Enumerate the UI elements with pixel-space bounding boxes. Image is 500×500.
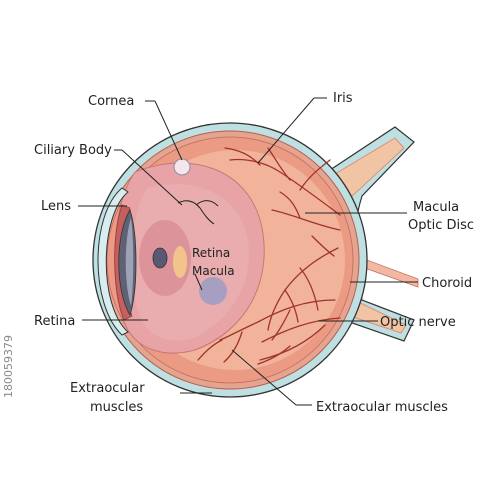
label-lens: Lens — [41, 199, 71, 214]
label-optic-nerve: Optic nerve — [380, 315, 456, 330]
label-choroid: Choroid — [422, 276, 472, 291]
blood-vessels — [197, 147, 341, 365]
watermark-id: 180059379 — [2, 335, 15, 398]
label-ciliary-body: Ciliary Body — [34, 143, 112, 158]
cornea-shape — [97, 187, 129, 336]
label-macula: Macula — [413, 200, 459, 215]
label-cornea: Cornea — [88, 94, 134, 109]
macula-spot — [199, 277, 227, 305]
cornea-bubble — [173, 158, 191, 176]
label-optic-disc: Optic Disc — [408, 218, 474, 233]
label-extraocular-muscles: Extraocular muscles — [316, 400, 448, 415]
leader-lines — [78, 97, 418, 406]
pupil-dot — [152, 247, 168, 269]
label-extraocular-line2: muscles — [90, 400, 143, 415]
label-macula-inner: Macula — [192, 264, 235, 278]
label-retina: Retina — [34, 314, 75, 329]
optic-disc-spot — [173, 246, 187, 278]
ciliary-fibers — [177, 200, 219, 225]
label-extraocular-line1: Extraocular — [70, 381, 145, 396]
label-retina-inner: Retina — [192, 246, 230, 260]
label-iris: Iris — [333, 91, 353, 106]
lens-highlight — [125, 218, 134, 306]
